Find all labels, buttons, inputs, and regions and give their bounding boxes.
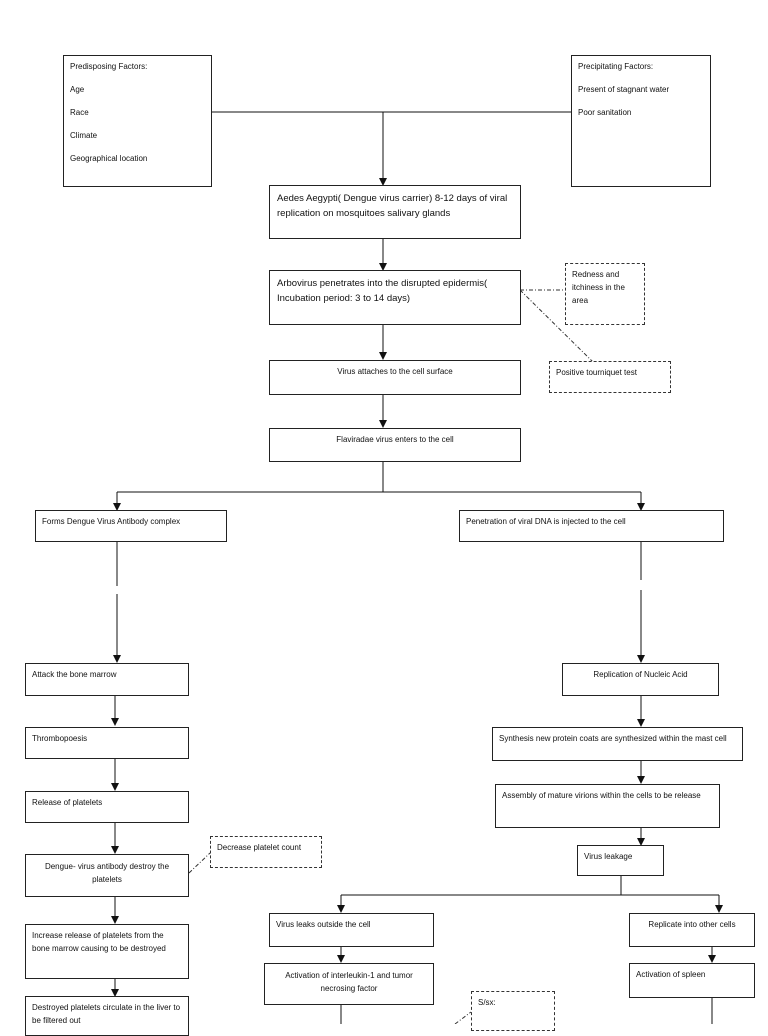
nucleic-acid-box: Replication of Nucleic Acid — [562, 663, 719, 696]
flaviradae-box: Flaviradae virus enters to the cell — [269, 428, 521, 462]
assembly-virions-box: Assembly of mature virions within the ce… — [495, 784, 720, 828]
factor-item: Age — [70, 85, 85, 94]
precipitating-title: Precipitating Factors: — [578, 62, 654, 71]
antibody-complex-text: Forms Dengue Virus Antibody complex — [42, 517, 181, 526]
tourniquet-note: Positive tourniquet test — [549, 361, 671, 393]
factor-item: Poor sanitation — [578, 108, 632, 117]
arbovirus-text: Arbovirus penetrates into the disrupted … — [277, 278, 488, 304]
decrease-platelet-text: Decrease platelet count — [217, 843, 302, 852]
viral-dna-box: Penetration of viral DNA is injected to … — [459, 510, 724, 542]
predisposing-title: Predisposing Factors: — [70, 62, 148, 71]
virus-leaks-outside-text: Virus leaks outside the cell — [276, 920, 371, 929]
aedes-aegypti-box: Aedes Aegypti( Dengue virus carrier) 8-1… — [269, 185, 521, 239]
factor-item: Race — [70, 108, 89, 117]
factor-item: Present of stagnant water — [578, 85, 670, 94]
antibody-complex-box: Forms Dengue Virus Antibody complex — [35, 510, 227, 542]
ssx-text: S/sx: — [478, 998, 496, 1007]
redness-text: Redness and itchiness in the area — [572, 270, 625, 305]
destroyed-platelets-text: Destroyed platelets circulate in the liv… — [32, 1003, 181, 1025]
viral-dna-text: Penetration of viral DNA is injected to … — [466, 517, 626, 526]
replicate-other-cells-box: Replicate into other cells — [629, 913, 755, 947]
antibody-destroy-box: Dengue- virus antibody destroy the plate… — [25, 854, 189, 897]
destroyed-platelets-box: Destroyed platelets circulate in the liv… — [25, 996, 189, 1036]
virus-attaches-box: Virus attaches to the cell surface — [269, 360, 521, 395]
virus-leakage-text: Virus leakage — [584, 852, 633, 861]
virus-leaks-outside-box: Virus leaks outside the cell — [269, 913, 434, 947]
ssx-note: S/sx: — [471, 991, 555, 1031]
release-platelets-text: Release of platelets — [32, 798, 103, 807]
increase-release-text: Increase release of platelets from the b… — [32, 931, 166, 953]
aedes-aegypti-text: Aedes Aegypti( Dengue virus carrier) 8-1… — [277, 193, 508, 219]
factor-item: Geographical location — [70, 154, 148, 163]
protein-coats-box: Synthesis new protein coats are synthesi… — [492, 727, 743, 761]
nucleic-acid-text: Replication of Nucleic Acid — [593, 670, 688, 679]
thrombopoesis-text: Thrombopoesis — [32, 734, 88, 743]
assembly-virions-text: Assembly of mature virions within the ce… — [502, 791, 701, 800]
arbovirus-box: Arbovirus penetrates into the disrupted … — [269, 270, 521, 325]
increase-release-box: Increase release of platelets from the b… — [25, 924, 189, 979]
redness-note: Redness and itchiness in the area — [565, 263, 645, 325]
attack-bone-marrow-box: Attack the bone marrow — [25, 663, 189, 696]
activation-spleen-text: Activation of spleen — [636, 970, 706, 979]
antibody-destroy-text: Dengue- virus antibody destroy the plate… — [44, 862, 170, 884]
tourniquet-text: Positive tourniquet test — [556, 368, 637, 377]
release-platelets-box: Release of platelets — [25, 791, 189, 823]
interleukin-box: Activation of interleukin-1 and tumor ne… — [264, 963, 434, 1005]
factor-item: Climate — [70, 131, 98, 140]
protein-coats-text: Synthesis new protein coats are synthesi… — [499, 734, 727, 743]
interleukin-text: Activation of interleukin-1 and tumor ne… — [285, 971, 413, 993]
activation-spleen-box: Activation of spleen — [629, 963, 755, 998]
thrombopoesis-box: Thrombopoesis — [25, 727, 189, 759]
attack-bone-marrow-text: Attack the bone marrow — [32, 670, 117, 679]
virus-attaches-text: Virus attaches to the cell surface — [337, 367, 453, 376]
decrease-platelet-note: Decrease platelet count — [210, 836, 322, 868]
flaviradae-text: Flaviradae virus enters to the cell — [336, 435, 454, 444]
predisposing-factors-box: Predisposing Factors: Age Race Climate G… — [63, 55, 212, 187]
precipitating-factors-box: Precipitating Factors: Present of stagna… — [571, 55, 711, 187]
replicate-other-cells-text: Replicate into other cells — [648, 920, 736, 929]
virus-leakage-box: Virus leakage — [577, 845, 664, 876]
